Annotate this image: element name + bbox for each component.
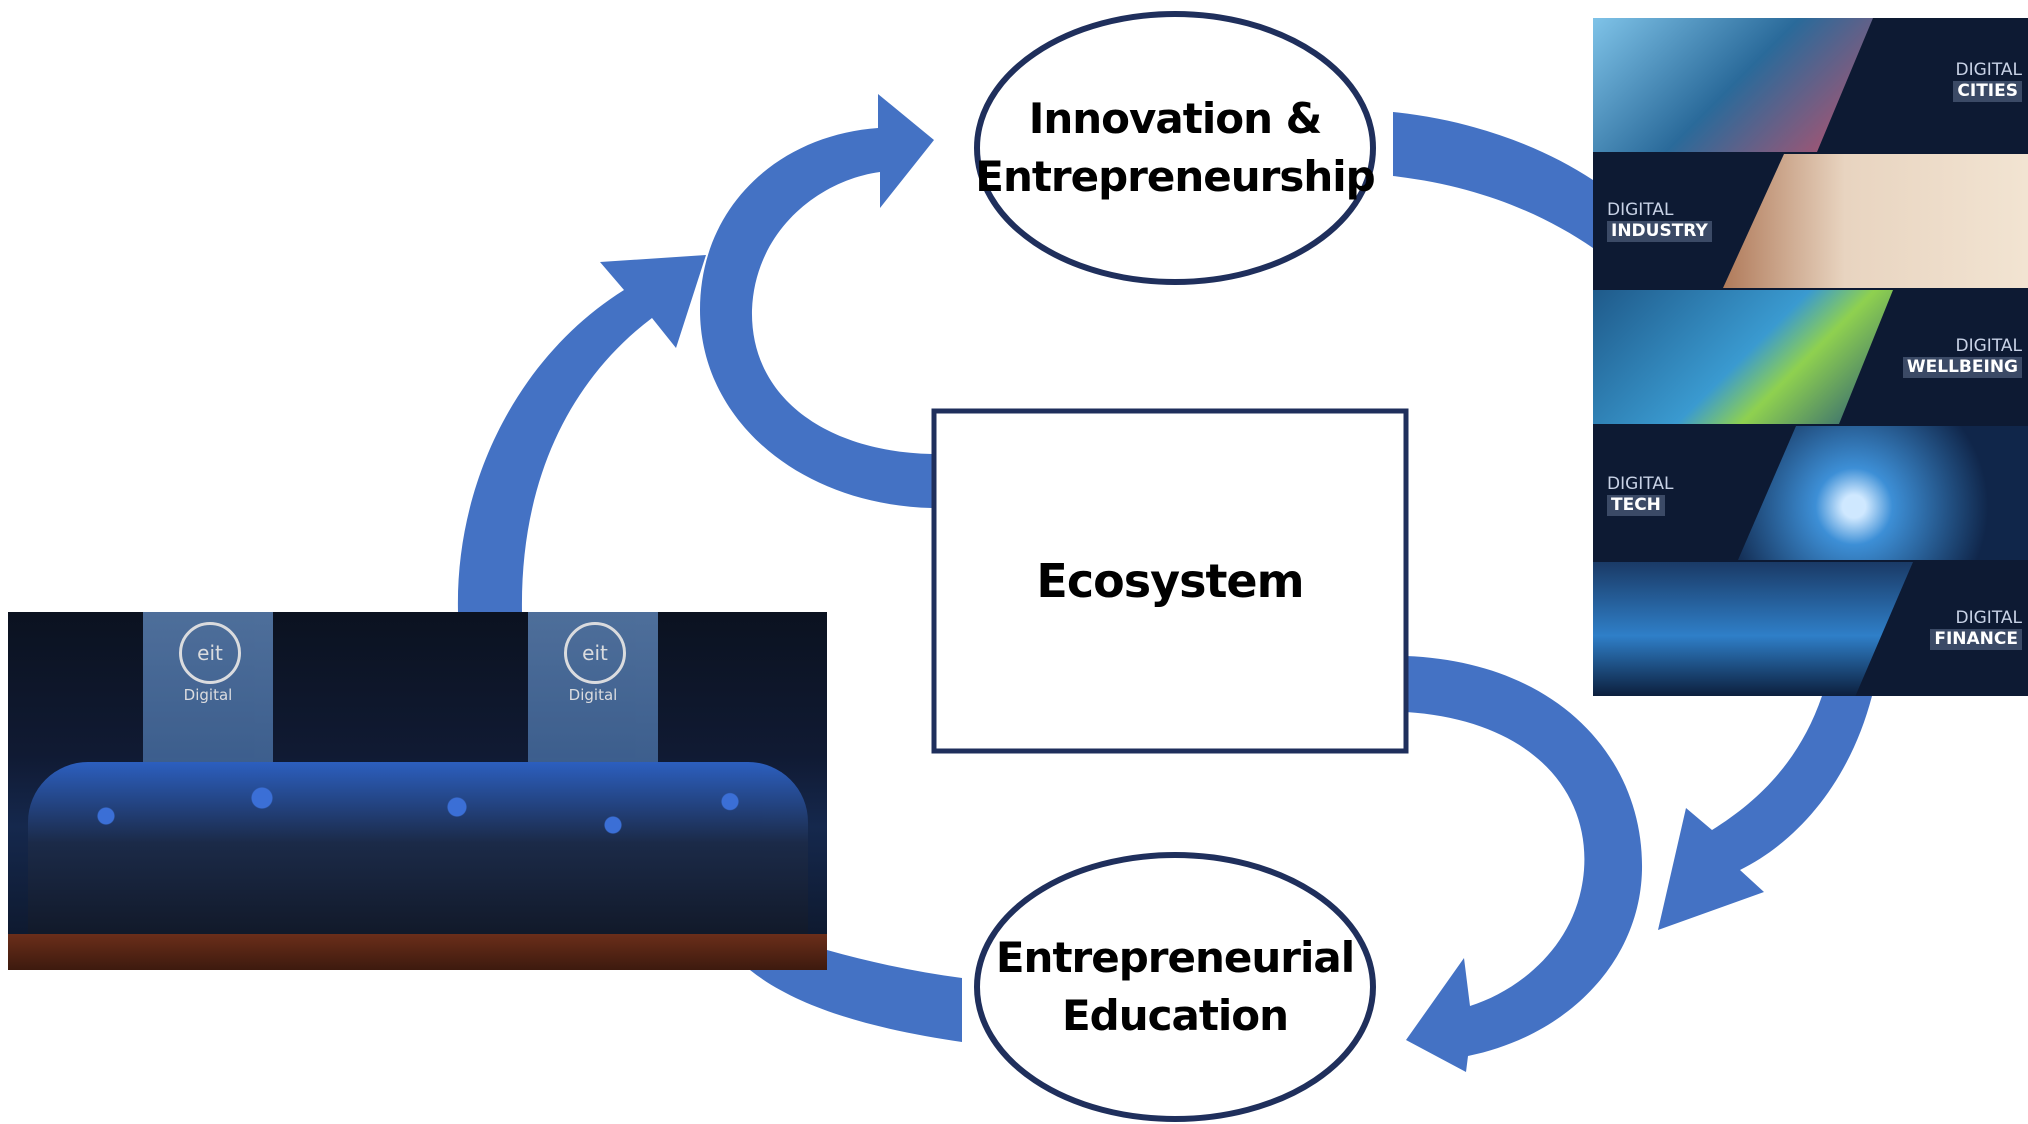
arrow-education-to-innovation <box>457 255 706 612</box>
cities-image <box>1593 18 1873 152</box>
domain-tile-wellbeing: DIGITAL WELLBEING <box>1593 290 2028 426</box>
wellbeing-image <box>1593 290 1893 424</box>
arrow-ecosystem-to-innovation <box>700 94 934 508</box>
arrow-education-to-photo <box>750 950 962 1042</box>
node-education-shape <box>974 852 1376 1122</box>
arrow-innovation-to-domains <box>1393 112 1593 248</box>
domain-tile-industry: DIGITAL INDUSTRY <box>1593 154 2028 290</box>
node-ecosystem-shape <box>931 408 1409 754</box>
banner-text: Digital <box>183 686 233 704</box>
banner-text: Digital <box>568 686 618 704</box>
node-education-label: Entrepreneurial Education <box>975 853 1375 1121</box>
industry-image <box>1723 154 2028 288</box>
graduates-crowd <box>28 762 808 942</box>
eit-logo: eit <box>564 622 626 684</box>
innovation-line-1: Innovation & <box>1028 94 1322 143</box>
domain-tile-tech: DIGITAL TECH <box>1593 426 2028 562</box>
domain-label-wellbeing: DIGITAL WELLBEING <box>1902 336 2022 378</box>
node-innovation-label: Innovation & Entrepreneurship <box>975 12 1375 284</box>
domain-label-industry: DIGITAL INDUSTRY <box>1607 200 1712 242</box>
arrow-domains-to-education <box>1658 696 1872 930</box>
finance-image <box>1593 562 1913 696</box>
arrow-ecosystem-to-education <box>1406 656 1643 1072</box>
innovation-line-2: Entrepreneurship <box>975 152 1375 201</box>
ecosystem-text: Ecosystem <box>1036 554 1304 608</box>
digital-domains-panel: DIGITAL CITIES DIGITAL INDUSTRY DIGITAL … <box>1593 18 2028 696</box>
tech-image <box>1738 426 2028 560</box>
education-line-2: Education <box>1061 991 1289 1040</box>
education-line-1: Entrepreneurial <box>995 933 1355 982</box>
domain-label-tech: DIGITAL TECH <box>1607 474 1674 516</box>
node-ecosystem-label: Ecosystem <box>934 411 1406 751</box>
stage-floor <box>8 934 827 970</box>
graduation-photo: eit Digital eit Digital <box>8 612 827 970</box>
domain-tile-cities: DIGITAL CITIES <box>1593 18 2028 154</box>
domain-label-finance: DIGITAL FINANCE <box>1930 608 2022 650</box>
domain-label-cities: DIGITAL CITIES <box>1953 60 2022 102</box>
domain-tile-finance: DIGITAL FINANCE <box>1593 562 2028 696</box>
node-innovation-shape <box>974 11 1376 285</box>
eit-logo: eit <box>179 622 241 684</box>
